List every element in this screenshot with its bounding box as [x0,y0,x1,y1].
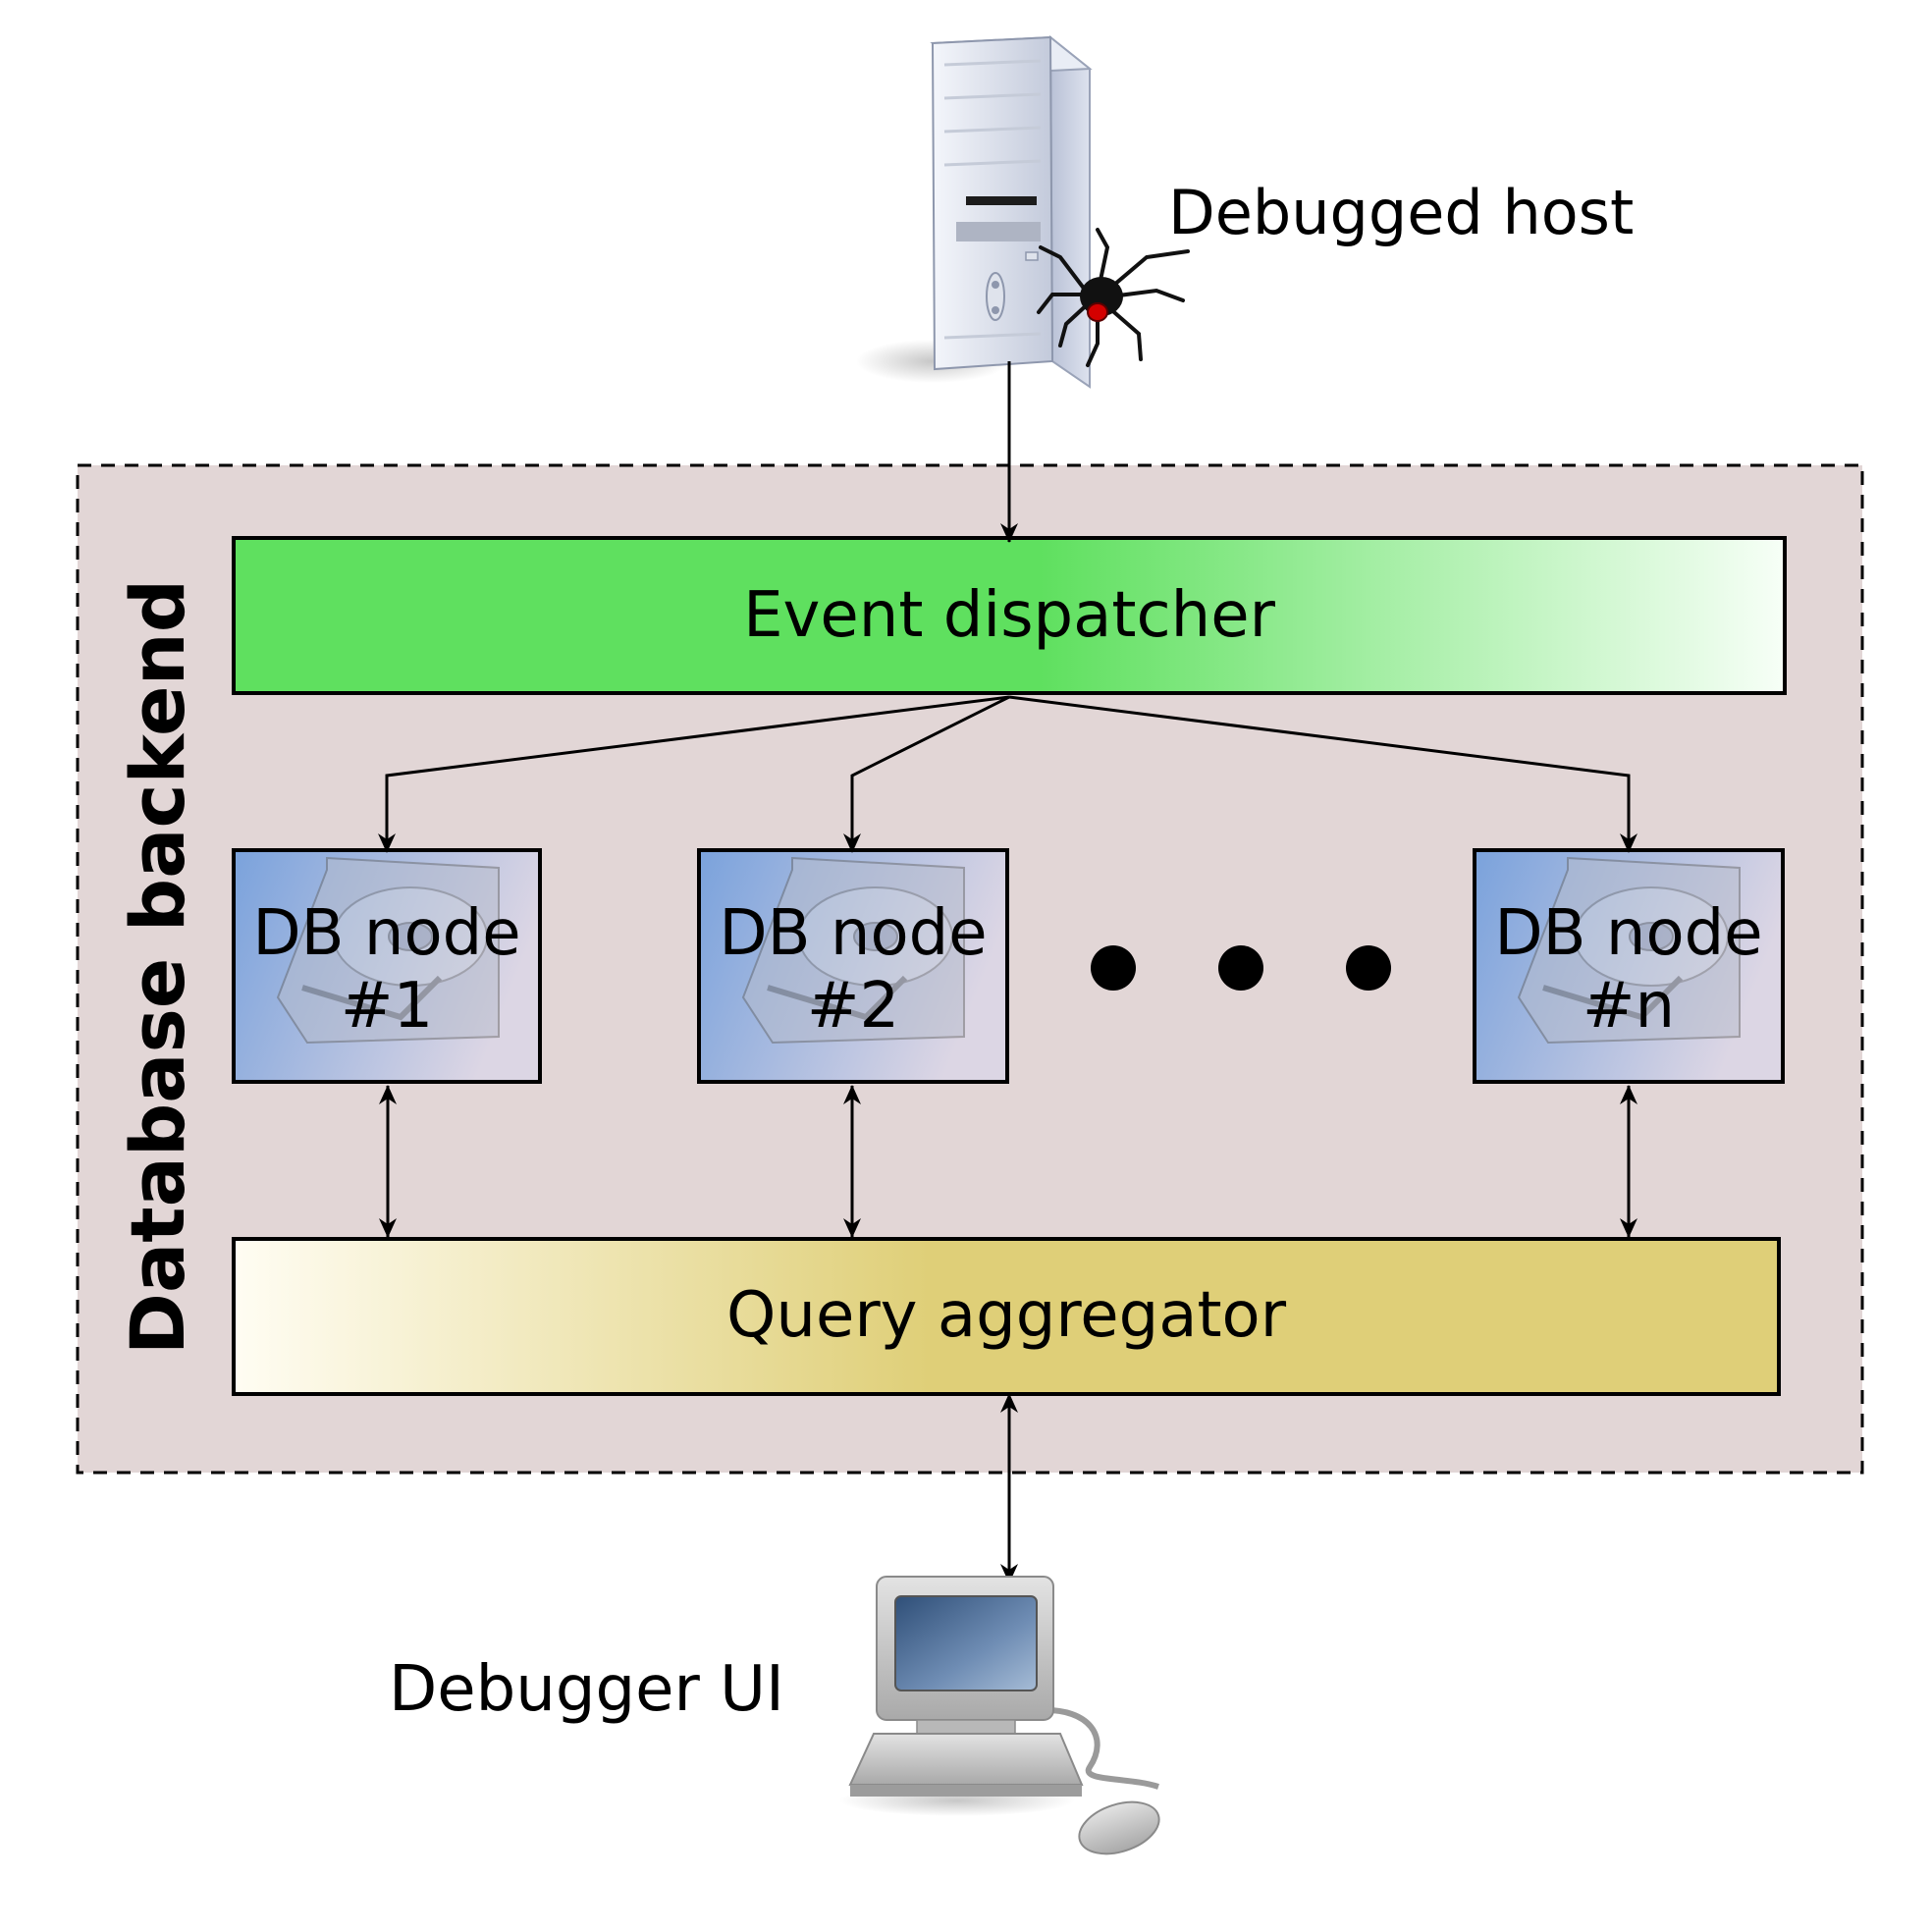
query-aggregator: Query aggregator [232,1237,1781,1396]
dispatcher-to-node-1-arrow [378,695,1010,853]
more-nodes-ellipsis [1091,945,1391,991]
dispatcher-to-node-2-arrow [843,695,1010,853]
db-node-1: DB node #1 [232,848,542,1084]
db-node-2: DB node #2 [697,848,1009,1084]
backend-label: Database backend [114,579,201,1355]
db-node-n-number: #n [1583,970,1675,1043]
hard-disk-icon [1517,856,1741,1045]
db-node-n-name: DB node [1494,897,1762,970]
debugged-host-label: Debugged host [1168,177,1634,248]
event-dispatcher: Event dispatcher [232,536,1787,695]
query-aggregator-label: Query aggregator [726,1279,1287,1352]
desktop-computer-icon [839,1576,1160,1855]
server-tower-icon [856,34,1093,389]
connectors [378,361,1637,1583]
debugged-host: Debugged host [856,34,1634,389]
dispatcher-to-node-n-arrow [1008,695,1637,853]
debugger-ui: Debugger UI [389,1576,1160,1855]
db-node-n: DB node #n [1473,848,1785,1084]
hard-disk-icon [741,856,965,1045]
spider-icon [1037,228,1190,367]
db-node-2-name: DB node [719,897,987,970]
hard-disk-icon [276,856,500,1045]
event-dispatcher-label: Event dispatcher [743,579,1276,652]
db-node-1-number: #1 [341,970,433,1043]
debugger-ui-label: Debugger UI [389,1653,784,1726]
db-node-1-name: DB node [252,897,520,970]
db-node-2-number: #2 [807,970,899,1043]
